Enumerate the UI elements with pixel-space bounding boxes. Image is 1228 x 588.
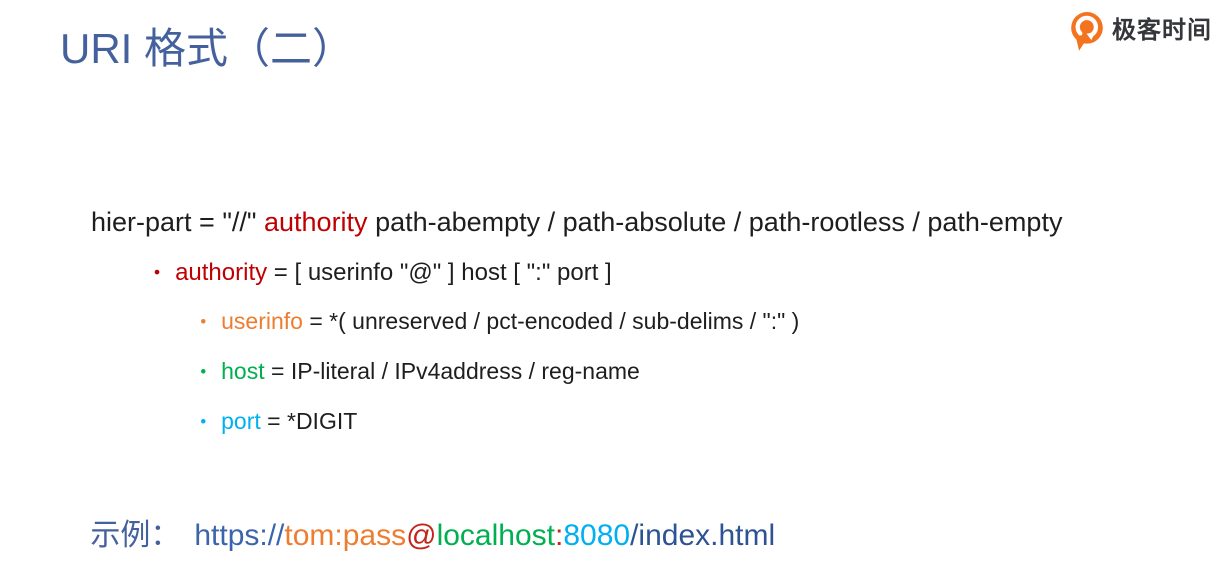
definition-suffix: path-abempty / path-absolute / path-root…: [367, 207, 1063, 237]
bullet-term: userinfo: [221, 308, 303, 334]
geektime-logo-icon: [1071, 12, 1103, 51]
definition-highlight-authority: authority: [264, 207, 368, 237]
url-port: 8080: [563, 519, 631, 552]
example-line: 示例： https://tom:pass@localhost:8080/index…: [57, 476, 775, 588]
page-title: URI 格式（二）: [60, 25, 355, 72]
bullet-dot-icon: •: [200, 361, 207, 381]
bullet-definition: = IP-literal / IPv4address / reg-name: [264, 358, 640, 384]
definition-prefix: hier-part = "//": [91, 207, 264, 237]
bullet-term: host: [221, 358, 265, 384]
logo-text: 极客时间: [1112, 17, 1212, 44]
list-item-port: • port = *DIGIT: [162, 381, 357, 462]
bullet-dot-icon: •: [154, 261, 161, 282]
logo: 极客时间: [1068, 10, 1212, 52]
slide-canvas: 极客时间 URI 格式（二） hier-part = "//" authorit…: [60, 10, 1212, 552]
definition-line: hier-part = "//" authority path-abempty …: [61, 176, 1062, 269]
url-scheme: https://: [194, 519, 285, 552]
bullet-term: authority: [175, 259, 268, 286]
url-path: /index.html: [630, 519, 776, 552]
url-host: localhost: [436, 519, 555, 552]
bullet-definition: = *( unreserved / pct-encoded / sub-deli…: [302, 308, 800, 334]
list-item-host: • host = IP-literal / IPv4address / reg-n…: [162, 331, 640, 412]
url-at-separator: @: [406, 519, 437, 552]
bullet-term: port: [221, 408, 261, 434]
list-item-userinfo: • userinfo = *( unreserved / pct-encoded …: [162, 281, 799, 362]
bullet-definition: = [ userinfo "@" ] host [ ":" port ]: [267, 259, 612, 286]
url-userinfo: tom:pass: [284, 519, 407, 552]
bullet-dot-icon: •: [200, 311, 207, 331]
example-label: 示例：: [90, 519, 181, 552]
bullet-dot-icon: •: [200, 411, 207, 431]
bullet-definition: = *DIGIT: [260, 408, 358, 434]
url-colon-separator: :: [554, 519, 564, 552]
list-item-authority: • authority = [ userinfo "@" ] host [ ":"…: [114, 231, 612, 315]
